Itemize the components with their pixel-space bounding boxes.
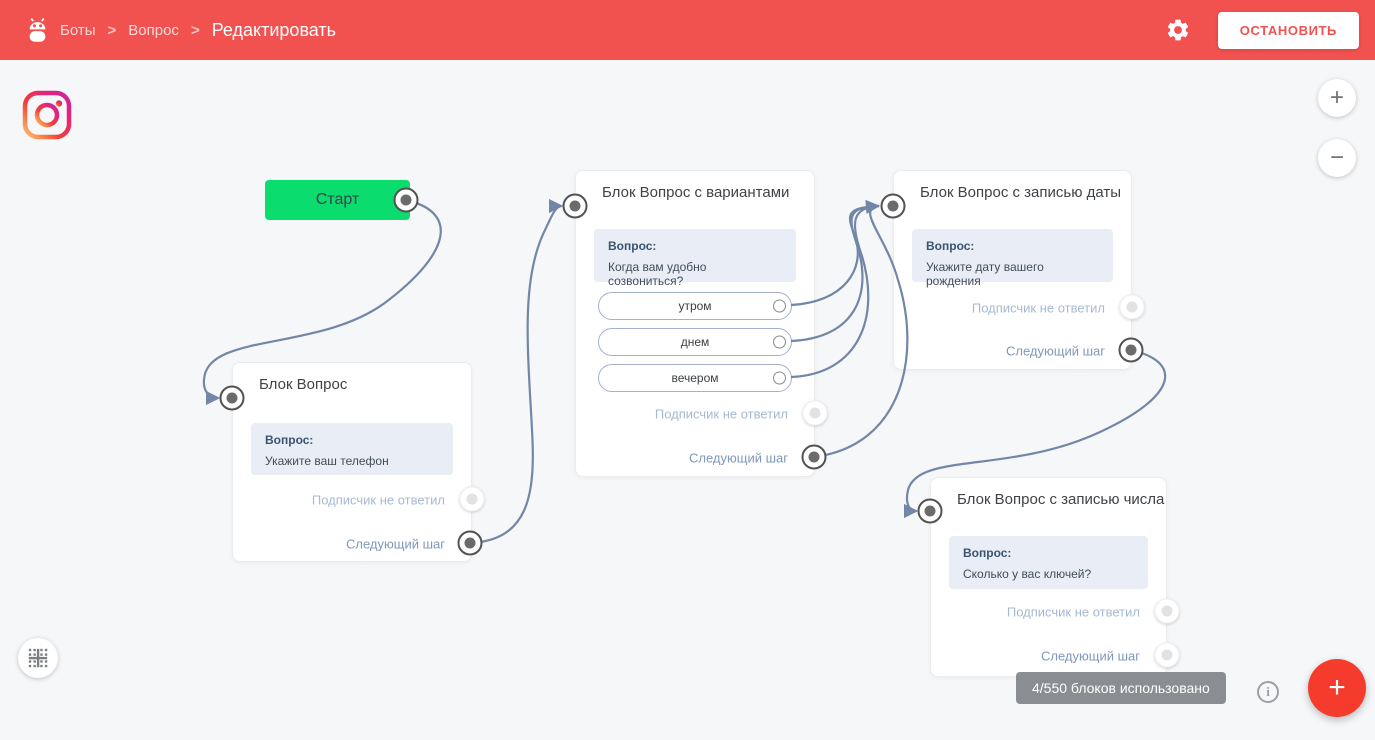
option-evening-port[interactable]: [773, 371, 786, 385]
no-answer-label: Подписчик не ответил: [1006, 604, 1140, 620]
app-header: Боты > Вопрос > Редактировать ОСТАНОВИТЬ: [0, 0, 1375, 60]
question-label: Вопрос:: [963, 546, 1012, 560]
block-title: Блок Вопрос с записью даты: [920, 184, 1122, 201]
usage-text: 4/550 блоков использовано: [1032, 680, 1210, 696]
no-answer-label: Подписчик не ответил: [311, 492, 445, 508]
question-panel: Вопрос: Укажите дату вашего рождения: [912, 229, 1113, 288]
question-text: Сколько у вас ключей?: [963, 567, 1092, 581]
info-icon[interactable]: i: [1257, 681, 1279, 703]
question-panel: Вопрос: Когда вам удобно созвониться?: [594, 229, 796, 288]
option-label: днем: [680, 335, 710, 349]
breadcrumb: Боты > Вопрос > Редактировать: [60, 20, 336, 41]
info-glyph: i: [1266, 684, 1270, 699]
plus-icon: +: [1328, 671, 1346, 704]
start-block-label: Старт: [315, 191, 360, 208]
zoom-in-button[interactable]: +: [1318, 79, 1356, 117]
question-label: Вопрос:: [265, 433, 314, 447]
zoom-out-button[interactable]: −: [1318, 139, 1356, 177]
question-label: Вопрос:: [608, 239, 657, 253]
question-noanswer-port[interactable]: [459, 486, 485, 512]
question-panel: Вопрос: Сколько у вас ключей?: [949, 536, 1148, 589]
no-answer-label: Подписчик не ответил: [971, 300, 1105, 316]
block-date[interactable]: Блок Вопрос с записью даты Вопрос: Укажи…: [893, 170, 1132, 370]
bot-logo-icon[interactable]: [20, 13, 54, 47]
flow-canvas[interactable]: [0, 60, 1375, 740]
question-label: Вопрос:: [926, 239, 975, 253]
number-input-port[interactable]: [917, 498, 943, 524]
breadcrumb-bots[interactable]: Боты: [60, 21, 96, 39]
block-title: Блок Вопрос с записью числа: [957, 491, 1165, 508]
option-morning-port[interactable]: [773, 299, 786, 313]
block-title: Блок Вопрос с вариантами: [602, 184, 790, 201]
blocks-usage-tooltip: 4/550 блоков использовано: [1016, 672, 1226, 704]
start-block[interactable]: Старт: [265, 180, 410, 220]
fit-grid-button[interactable]: [18, 638, 58, 678]
option-morning[interactable]: утром: [598, 292, 792, 320]
question-panel: Вопрос: Укажите ваш телефон: [251, 423, 453, 475]
block-title: Блок Вопрос: [259, 376, 348, 393]
instagram-icon: [22, 90, 72, 140]
question-input-port[interactable]: [219, 385, 245, 411]
gear-icon[interactable]: [1164, 16, 1192, 44]
option-label: утром: [678, 299, 712, 313]
next-step-label: Следующий шаг: [689, 450, 788, 466]
next-step-label: Следующий шаг: [346, 536, 445, 552]
grid-icon: [28, 648, 48, 668]
start-output-port[interactable]: [393, 187, 419, 213]
breadcrumb-edit: Редактировать: [211, 19, 337, 40]
variants-input-port[interactable]: [562, 193, 588, 219]
variants-nextstep-port[interactable]: [801, 444, 827, 470]
next-step-label: Следующий шаг: [1006, 343, 1105, 359]
question-text: Укажите дату вашего рождения: [926, 260, 1044, 288]
block-variants[interactable]: Блок Вопрос с вариантами Вопрос: Когда в…: [575, 170, 815, 477]
breadcrumb-question[interactable]: Вопрос: [128, 21, 179, 39]
next-step-label: Следующий шаг: [1041, 648, 1140, 664]
question-nextstep-port[interactable]: [457, 530, 483, 556]
block-question[interactable]: Блок Вопрос Вопрос: Укажите ваш телефон …: [232, 362, 472, 562]
plus-icon: +: [1329, 84, 1344, 111]
minus-icon: −: [1329, 144, 1344, 171]
date-noanswer-port[interactable]: [1119, 294, 1145, 320]
question-text: Когда вам удобно созвониться?: [608, 260, 707, 288]
chevron-right-icon: >: [107, 21, 117, 39]
date-input-port[interactable]: [880, 193, 906, 219]
add-block-button[interactable]: +: [1308, 659, 1366, 717]
date-nextstep-port[interactable]: [1118, 337, 1144, 363]
number-noanswer-port[interactable]: [1154, 598, 1180, 624]
block-number[interactable]: Блок Вопрос с записью числа Вопрос: Скол…: [930, 477, 1167, 677]
option-day-port[interactable]: [773, 335, 786, 349]
option-label: вечером: [671, 371, 719, 385]
question-text: Укажите ваш телефон: [265, 454, 389, 468]
no-answer-label: Подписчик не ответил: [654, 406, 788, 422]
variants-noanswer-port[interactable]: [802, 400, 828, 426]
chevron-right-icon: >: [190, 21, 200, 39]
stop-button[interactable]: ОСТАНОВИТЬ: [1217, 11, 1359, 49]
number-nextstep-port[interactable]: [1154, 642, 1180, 668]
option-evening[interactable]: вечером: [598, 364, 792, 392]
option-day[interactable]: днем: [598, 328, 792, 356]
